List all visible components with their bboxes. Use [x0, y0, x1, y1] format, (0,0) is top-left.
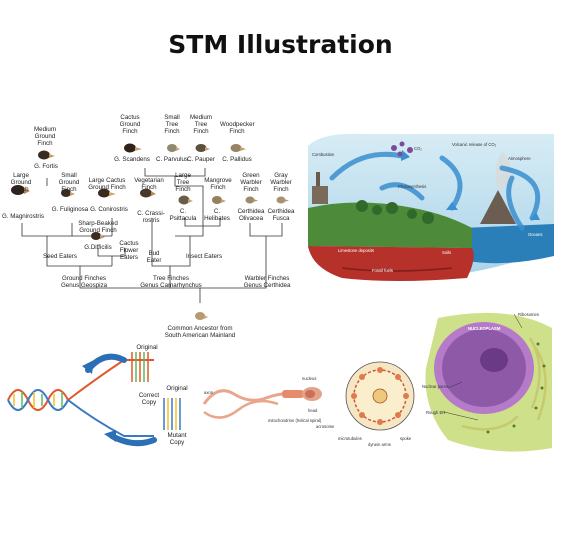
finch-species-fuliginosa: G. Fuliginosa	[51, 206, 89, 213]
dna-replication-diagram: Original Correct Copy Original Mutant Co…	[4, 340, 196, 450]
finch-label-large-ground: Large Ground Finch	[10, 172, 32, 193]
bud-eater-label: Bud Eater	[146, 250, 162, 264]
finch-label-green-warbler: Green Warbler Finch	[240, 172, 262, 193]
finch-species-magnirostris: G. Magnirostris	[2, 213, 44, 220]
carbon-label-volcanic: Volcanic release of CO₂	[452, 142, 497, 147]
carbon-cycle-illustration	[308, 133, 554, 281]
finch-species-difficilis: G.Difficilis	[84, 244, 112, 251]
finch-label-medium-ground: Medium Ground Finch	[33, 126, 56, 147]
finch-label-large-cactus: Large Cactus Ground Finch	[88, 177, 126, 191]
cell-label-nucleoplasm: NUCLEOPLASM	[468, 326, 501, 331]
sperm-label-axon: axon	[204, 390, 214, 395]
dna-label-correct-copy: Correct Copy	[138, 392, 160, 406]
finch-species-conirostris: G. Conirostris	[90, 206, 128, 213]
warbler-finches-label: Warbler Finches Genus Certhidea	[243, 275, 291, 289]
sperm-label-nucleus: nucleus	[302, 376, 317, 381]
carbon-label-oceans: Oceans	[528, 232, 543, 237]
cell-label-rough-er: Rough ER	[426, 410, 446, 415]
carbon-label-fossil-fuels: Fossil fuels	[372, 268, 393, 273]
finch-label-sharp-beaked: Sharp-Beaked Ground Finch	[78, 220, 118, 234]
dna-label-original-top: Original	[136, 344, 158, 351]
soil-shape	[308, 246, 474, 281]
finch-tree-diagram: Medium Ground Finch G. Fortis Large Grou…	[0, 108, 300, 348]
finch-label-small-ground: Small Ground Finch	[58, 172, 80, 193]
finch-tree-lines	[11, 143, 289, 320]
finch-species-olivacea: Certhidea Olivacea	[237, 208, 265, 222]
axoneme-illustration	[345, 361, 415, 431]
finch-species-psittacula: C. Psittacula	[169, 208, 197, 222]
sperm-label-head: head	[308, 408, 318, 413]
cell-label-ribosomes: Ribosomes	[518, 312, 539, 317]
cactus-flower-eaters-label: Cactus Flower Eaters	[119, 240, 139, 261]
finch-species-pauper: C. Pauper	[187, 156, 215, 163]
carbon-label-co2: CO₂	[414, 146, 422, 151]
dna-helix-illustration	[7, 352, 181, 447]
finch-species-helibates: C. Helibates	[204, 208, 230, 222]
cell-nucleus-diagram: NUCLEOPLASM Ribosomes Nuclear pores Roug…	[418, 308, 558, 456]
tree-finches-label: Tree Finches Genus Camarhynchus	[140, 275, 202, 289]
finch-head-icons	[11, 143, 289, 320]
finch-species-fusca: Certhidea Fusca	[267, 208, 295, 222]
page-title: STM Illustration	[168, 30, 393, 59]
finch-label-small-tree: Small Tree Finch	[164, 114, 180, 135]
finch-species-fortis: G. Fortis	[34, 163, 58, 170]
finch-species-scandens: G. Scandens	[114, 156, 150, 163]
sperm-label-mitochondrion: mitochondrion (helical spiral)	[268, 418, 322, 423]
finch-species-pallidus: C. Pallidus	[222, 156, 252, 163]
cell-label-nuclear-pores: Nuclear pores	[422, 384, 449, 389]
finch-label-mangrove: Mangrove Finch	[204, 177, 232, 191]
carbon-label-atmosphere: Atmosphere	[508, 156, 531, 161]
dna-label-mutant-copy: Mutant Copy	[167, 432, 187, 446]
carbon-cycle-diagram: Combustion Volcanic release of CO₂ Atmos…	[302, 128, 558, 286]
carbon-label-soils: Soils	[442, 250, 452, 255]
carbon-label-combustion: Combustion	[312, 152, 335, 157]
finch-species-crassirostris: C. Crassi- rostris	[137, 210, 165, 224]
finch-label-woodpecker: Woodpecker Finch	[220, 121, 255, 135]
seed-eaters-label: Seed Eaters	[42, 253, 78, 260]
carbon-label-photosynthesis: Photosynthesis	[398, 184, 427, 189]
finch-label-gray-warbler: Gray Warbler Finch	[270, 172, 292, 193]
ocean-shape	[462, 224, 554, 264]
nucleus-illustration	[425, 312, 552, 452]
finch-label-vegetarian: Vegetarian Finch	[134, 177, 164, 191]
sperm-cell-diagram: axon mitochondrion (helical spiral) head…	[198, 364, 338, 454]
ground-finches-label: Ground Finches Genus Geospiza	[60, 275, 108, 289]
carbon-label-limestone: Limestone deposits	[338, 248, 375, 253]
dna-label-original-bottom: Original	[166, 385, 188, 392]
finch-species-parvulus: C. Parvulus	[156, 156, 188, 163]
common-ancestor-label: Common Ancestor from South American Main…	[164, 325, 236, 339]
sperm-illustration	[202, 387, 322, 419]
axoneme-label-microtubules: microtubules	[338, 436, 362, 441]
axoneme-label-dynein: dynein arms	[368, 442, 391, 447]
finch-label-cactus-ground: Cactus Ground Finch	[119, 114, 141, 135]
sperm-label-acrosome: acrosome	[316, 424, 335, 429]
axoneme-diagram: microtubules dynein arms spoke	[338, 352, 422, 452]
volcano-shape	[480, 190, 516, 224]
finch-label-medium-tree: Medium Tree Finch	[189, 114, 212, 135]
axoneme-label-spoke: spoke	[400, 436, 412, 441]
insect-eaters-label: Insect Eaters	[185, 253, 223, 260]
finch-label-large-tree: Large Tree Finch	[175, 172, 191, 193]
